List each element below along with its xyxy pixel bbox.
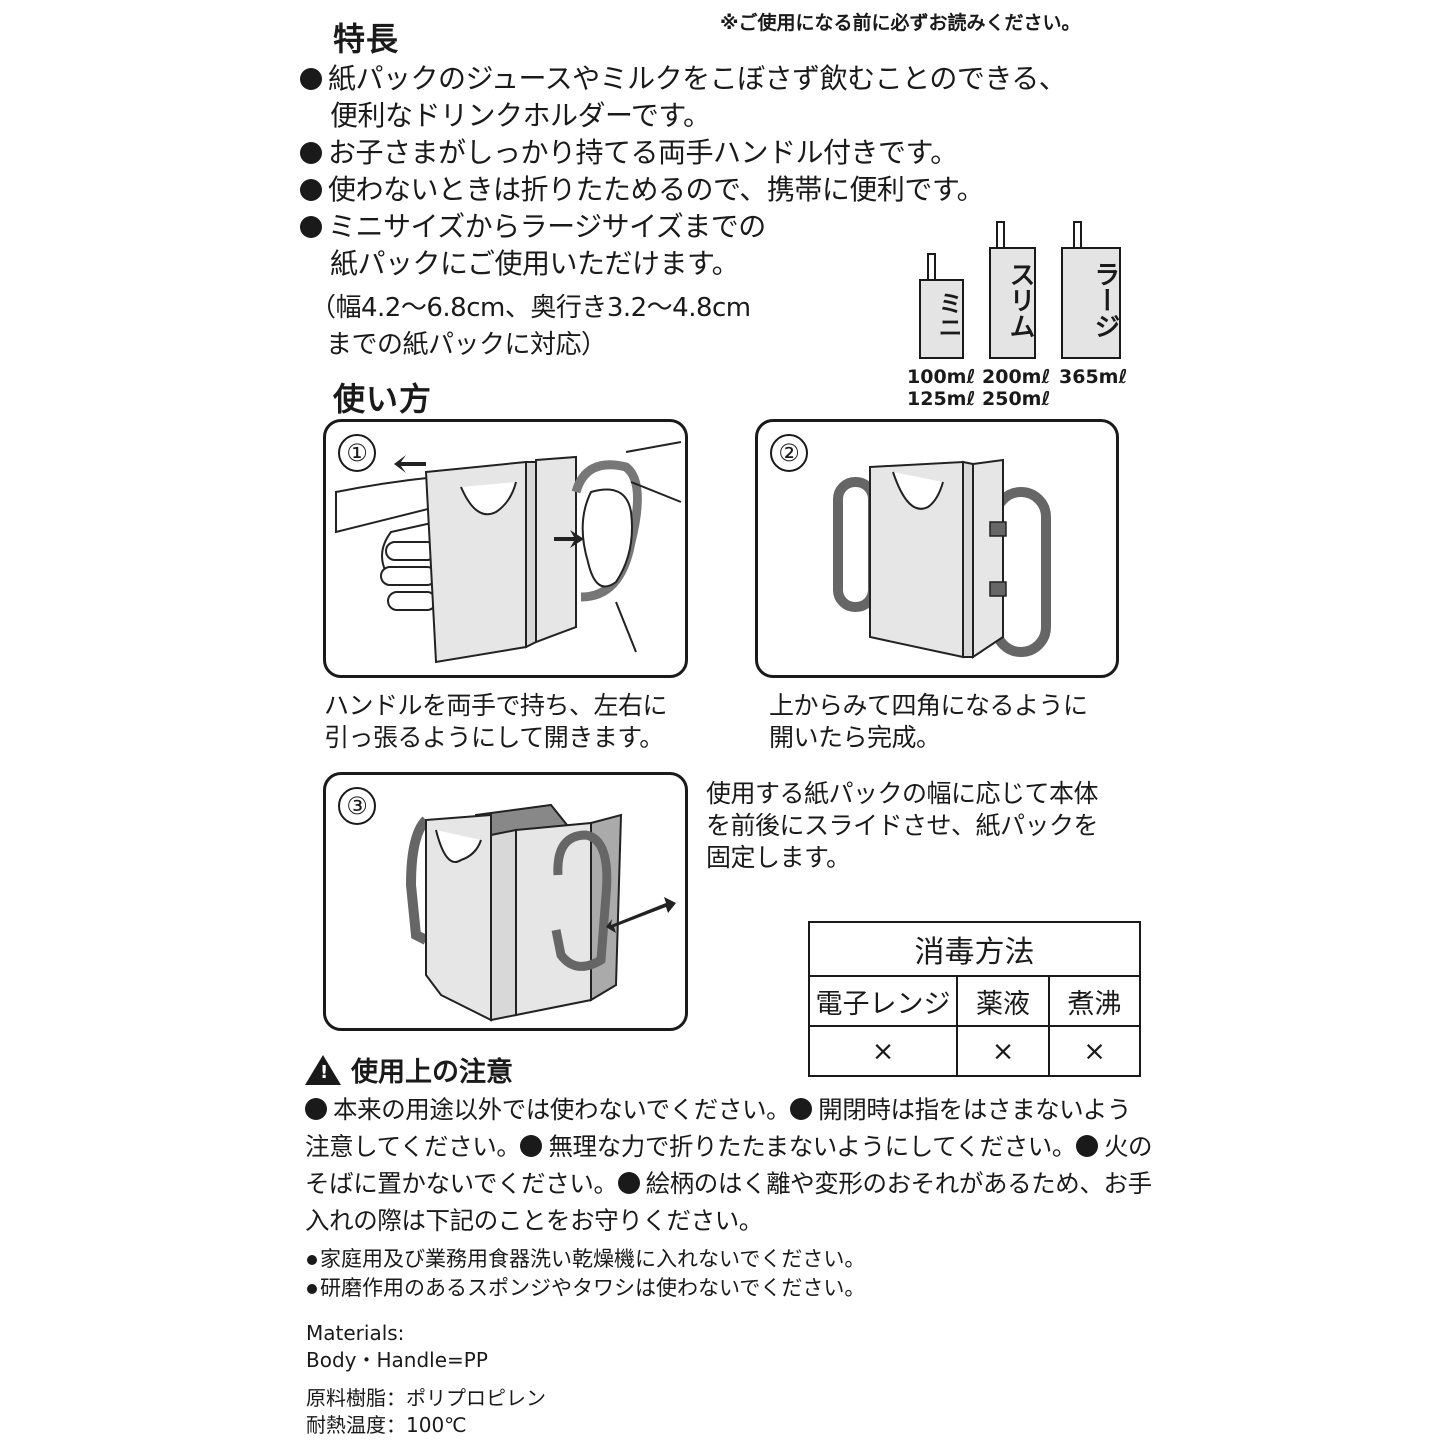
disinfection-table: 消毒方法 電子レンジ 薬液 煮沸 × × × (808, 921, 1141, 1077)
step-number: ③ (338, 787, 376, 825)
bullet-icon (300, 142, 322, 164)
bullet-icon (617, 1172, 640, 1194)
large-volumes: 365mℓ (1059, 366, 1128, 388)
method-boiling: 煮沸 (1048, 975, 1141, 1027)
feature-list: 紙パックのジュースやミルクをこぼさず飲むことのできる、 便利なドリンクホルダーで… (300, 60, 1067, 282)
bullet-icon (300, 179, 322, 201)
bullet-icon (300, 68, 322, 90)
care-item: 研磨作用のあるスポンジやタワシは使わないでください。 (307, 1274, 865, 1303)
result-microwave: × (808, 1025, 958, 1077)
step-3-illustration: ③ (323, 772, 688, 1031)
feature-item-continued: 便利なドリンクホルダーです。 (330, 99, 711, 132)
step-number: ① (338, 434, 376, 472)
step-number: ② (770, 434, 808, 472)
slim-volumes: 200mℓ 250mℓ (982, 366, 1051, 410)
features-title: 特長 (333, 20, 400, 58)
care-item: 家庭用及び業務用食器洗い乾燥機に入れないでください。 (307, 1245, 865, 1274)
caution-header: ! 使用上の注意 (305, 1050, 513, 1089)
feature-item-continued: 紙パックにご使用いただけます。 (330, 247, 740, 280)
step-1-caption: ハンドルを両手で持ち、左右に 引っ張るようにして開きます。 (324, 691, 668, 752)
method-chemical: 薬液 (956, 975, 1050, 1027)
step-2-illustration: ② (755, 419, 1119, 678)
feature-item: 紙パックのジュースやミルクをこぼさず飲むことのできる、 (300, 60, 1067, 97)
step-1-illustration: ① (323, 419, 688, 678)
bullet-icon (305, 1098, 327, 1120)
pack-mini-icon: ミニ (919, 279, 964, 359)
pack-slim-icon: スリム (989, 247, 1036, 359)
straw-icon (1073, 221, 1082, 250)
step-2-caption: 上からみて四角になるように 開いたら完成。 (769, 691, 1088, 752)
holder-slide-adjust-icon (405, 803, 676, 1022)
caution-body: 本来の用途以外では使わないでください。開閉時は指をはさまないよう注意してください… (305, 1095, 1153, 1235)
result-chemical: × (956, 1025, 1050, 1077)
pack-large-icon: ラージ (1061, 247, 1121, 359)
opened-holder-icon (833, 458, 1051, 659)
hands-pulling-holder-icon (335, 441, 682, 664)
bullet-icon (307, 1255, 317, 1265)
feature-item: お子さまがしっかり持てる両手ハンドル付きです。 (300, 134, 1066, 171)
bullet-icon (790, 1098, 813, 1120)
bullet-icon (307, 1284, 317, 1294)
warning-triangle-icon: ! (305, 1054, 341, 1085)
feature-item: ミニサイズからラージサイズまでの (300, 208, 1066, 245)
mini-volumes: 100mℓ 125mℓ (907, 366, 976, 410)
straw-icon (996, 221, 1005, 250)
disinfection-title: 消毒方法 (808, 921, 1141, 977)
usage-title: 使い方 (333, 380, 433, 418)
feature-item: 使わないときは折りたためるので、携帯に便利です。 (300, 171, 1066, 208)
bullet-icon (1075, 1135, 1098, 1157)
step-3-caption: 使用する紙パックの幅に応じて本体 を前後にスライドさせ、紙パックを 固定します。 (706, 779, 1099, 872)
care-instructions: 家庭用及び業務用食器洗い乾燥機に入れないでください。 研磨作用のあるスポンジやタ… (307, 1245, 865, 1303)
materials-jp: 原料樹脂：ポリプロピレン 耐熱温度：100℃ (306, 1386, 546, 1437)
result-boiling: × (1048, 1025, 1141, 1077)
materials-en: Materials: Body・Handle=PP (306, 1321, 488, 1372)
bullet-icon (520, 1135, 543, 1157)
straw-icon (927, 253, 936, 282)
bullet-icon (300, 216, 322, 238)
size-note: （幅4.2〜6.8cm、奥行き3.2〜4.8cm までの紙パックに対応） (310, 293, 751, 360)
read-before-use-notice: ※ご使用になる前に必ずお読みください。 (720, 12, 1081, 34)
method-microwave: 電子レンジ (808, 975, 958, 1027)
